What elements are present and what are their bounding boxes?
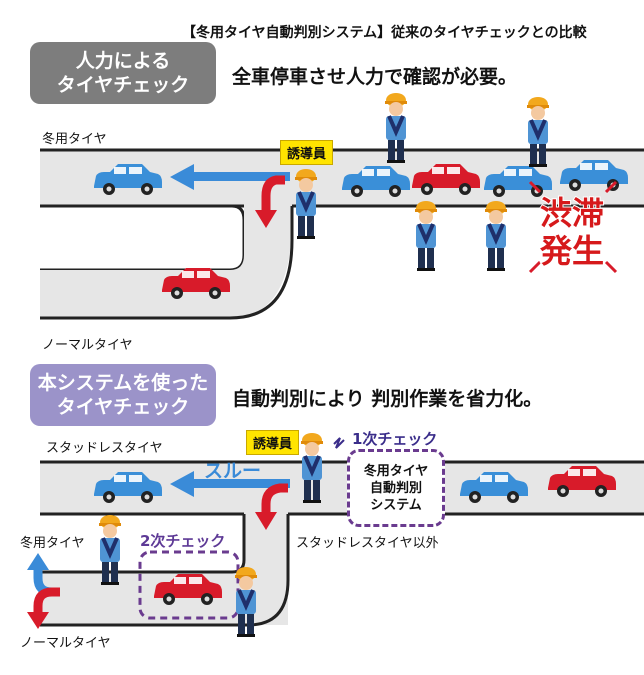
second-check-label: 2次チェック bbox=[140, 532, 226, 550]
new-method-badge: 本システムを使った タイヤチェック bbox=[30, 364, 216, 426]
jam-line1: 渋滞 bbox=[539, 193, 605, 233]
system-line3: システム bbox=[370, 497, 422, 513]
system-box: 冬用タイヤ 自動判別 システム bbox=[347, 449, 445, 527]
old-badge-line2: タイヤチェック bbox=[56, 74, 190, 96]
pass-label: スルー bbox=[204, 460, 262, 482]
old-guide-worker bbox=[293, 167, 319, 241]
old-lane-top-label: 冬用タイヤ bbox=[42, 132, 107, 147]
jam-burst-icon bbox=[528, 180, 618, 274]
jam-label: 渋滞 発生 bbox=[539, 193, 605, 271]
new-caption: 自動判別により 判別作業を省力化。 bbox=[232, 388, 543, 410]
old-badge-line1: 人力による bbox=[75, 50, 171, 72]
old-method-badge: 人力による タイヤチェック bbox=[30, 42, 216, 104]
other-tire-label: スタッドレスタイヤ以外 bbox=[296, 536, 439, 551]
system-line2: 自動判別 bbox=[369, 480, 422, 496]
normal-tire-label: ノーマルタイヤ bbox=[20, 636, 111, 651]
first-check-label: 1次チェック bbox=[352, 430, 438, 448]
new-badge-line1: 本システムを使った bbox=[37, 372, 209, 394]
new-lane-top-label: スタッドレスタイヤ bbox=[46, 441, 163, 456]
normal-down-arrow bbox=[27, 587, 60, 629]
jam-line2: 発生 bbox=[539, 231, 605, 271]
new-down-arrow bbox=[255, 483, 288, 530]
new-badge-line2: タイヤチェック bbox=[56, 396, 190, 418]
old-guide-label: 誘導員 bbox=[280, 140, 334, 165]
second-check-box bbox=[138, 550, 240, 620]
old-caption: 全車停車させ人力で確認が必要。 bbox=[232, 66, 518, 88]
old-worker-3 bbox=[413, 199, 439, 273]
new-left-arrow bbox=[170, 471, 290, 497]
new-guide-label: 誘導員 bbox=[246, 430, 300, 455]
system-line1: 冬用タイヤ bbox=[363, 463, 429, 479]
old-down-arrow bbox=[255, 175, 285, 228]
old-lane-bottom-label: ノーマルタイヤ bbox=[42, 338, 133, 353]
signal-icon bbox=[333, 437, 345, 449]
old-worker-4 bbox=[483, 199, 509, 273]
winter-tire-label: 冬用タイヤ bbox=[20, 536, 85, 551]
page-title: 【冬用タイヤ自動判別システム】従来のタイヤチェックとの比較 bbox=[182, 25, 587, 41]
old-left-arrow bbox=[170, 164, 290, 190]
